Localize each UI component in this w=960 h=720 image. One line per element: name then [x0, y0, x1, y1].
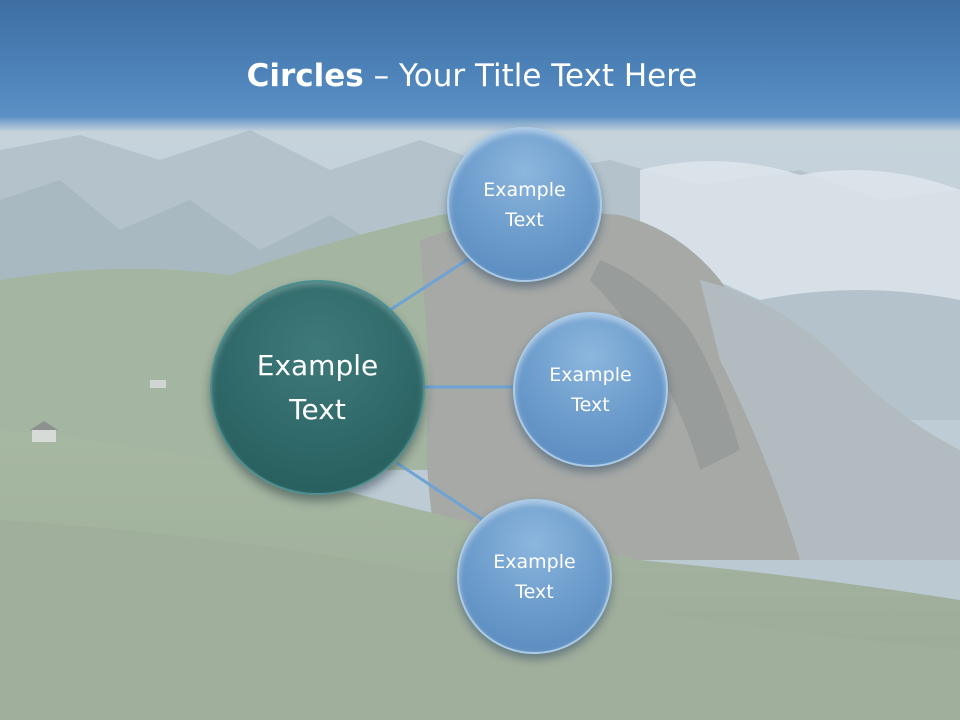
circle-node-label: Example Text [483, 178, 566, 231]
title-bar [0, 0, 960, 132]
circle-node-middle[interactable]: Example Text [513, 312, 668, 467]
slide-title-bold: Circles [246, 58, 364, 94]
circle-node-label: Example Text [493, 550, 576, 603]
connector-line-1 [389, 256, 471, 312]
circle-node-top[interactable]: Example Text [447, 127, 602, 282]
center-circle-label: Example Text [256, 348, 379, 426]
slide-title-rest: – Your Title Text Here [363, 58, 698, 94]
circle-node-bottom[interactable]: Example Text [457, 499, 612, 654]
circle-node-label: Example Text [549, 363, 632, 416]
center-circle[interactable]: Example Text [210, 280, 425, 495]
connector-line-3 [396, 461, 484, 522]
slide-title: Circles – Your Title Text Here [0, 54, 944, 98]
